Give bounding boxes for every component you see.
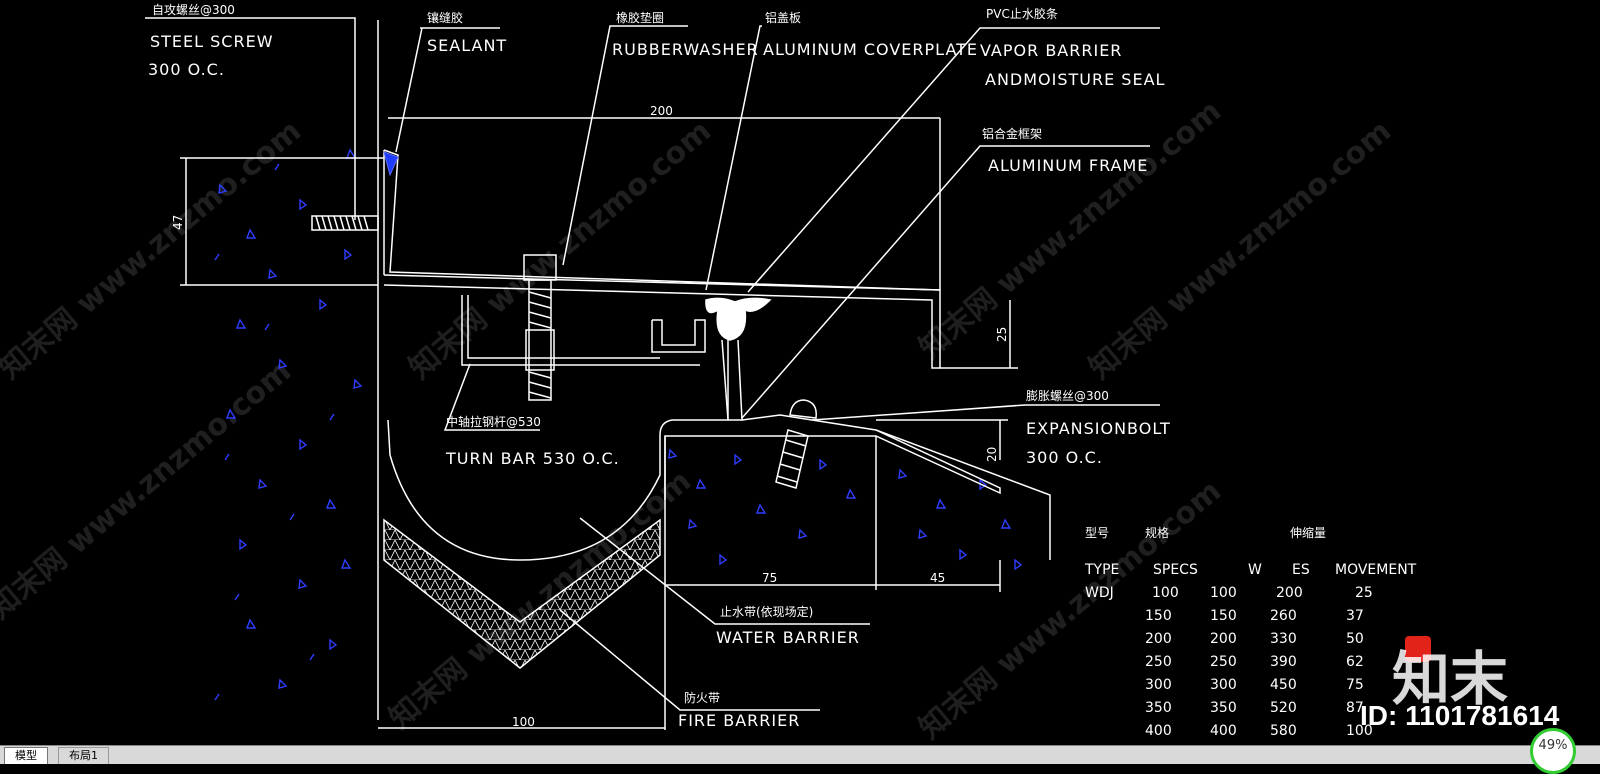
table-cell: 62 <box>1346 654 1364 670</box>
table-cell: 300 <box>1145 677 1172 693</box>
coverplate-label: ALUMINUM COVERPLATE <box>763 40 978 59</box>
steel-screw-cn-label: 自攻螺丝@300 <box>152 3 235 17</box>
dim-47: 47 <box>171 215 185 230</box>
table-cell: 200 <box>1210 631 1237 647</box>
annotation-labels: 自攻螺丝@300 STEEL SCREW 300 O.C. 镶缝胶 SEALAN… <box>148 3 1171 730</box>
table-cell: 250 <box>1145 654 1172 670</box>
table-cell: 37 <box>1346 608 1364 624</box>
coverplate-cn-label: 铝盖板 <box>765 10 801 25</box>
table-cell: 330 <box>1270 631 1297 647</box>
turn-bar-label: TURN BAR 530 O.C. <box>445 449 620 468</box>
watermark-text: 知末网 www.znzmo.com <box>0 354 298 627</box>
table-cell: 100 <box>1152 585 1179 601</box>
table-cell: 87 <box>1346 700 1364 716</box>
dim-20: 20 <box>985 447 999 462</box>
watermark-text: 知末网 www.znzmo.com <box>913 474 1228 745</box>
dim-45: 45 <box>930 571 945 585</box>
table-cell: 200 <box>1145 631 1172 647</box>
table-cell: 25 <box>1355 585 1373 601</box>
table-cell: 520 <box>1270 700 1297 716</box>
table-header-movement: MOVEMENT <box>1335 562 1417 578</box>
table-cell: 200 <box>1276 585 1303 601</box>
table-cell: 400 <box>1210 723 1237 739</box>
water-barrier-label: WATER BARRIER <box>716 628 860 647</box>
watermark-text: 知末网 www.znzmo.com <box>1083 114 1398 387</box>
table-cell: 300 <box>1210 677 1237 693</box>
water-barrier-cn-label: 止水带(依现场定) <box>720 604 813 619</box>
dimension-labels: 200 47 25 20 75 45 100 <box>171 104 1009 729</box>
watermark-text: 知末网 www.znzmo.com <box>913 94 1228 367</box>
joint-section-geometry <box>145 17 1160 730</box>
znzmo-logo-badge <box>1405 636 1431 662</box>
cad-drawing-canvas[interactable]: 知末网 www.znzmo.com 知末网 www.znzmo.com 知末网 … <box>0 0 1600 746</box>
zoom-indicator[interactable]: 49% <box>1530 728 1576 774</box>
table-header-w: W <box>1248 562 1262 578</box>
dim-200: 200 <box>650 104 673 118</box>
dim-75: 75 <box>762 571 777 585</box>
table-header-cn-movement: 伸缩量 <box>1290 525 1326 540</box>
turn-bar-cn-label: 中轴拉钢杆@530 <box>446 414 541 429</box>
sealant-label: SEALANT <box>427 36 507 55</box>
expansion-bolt-label: EXPANSIONBOLT <box>1026 419 1171 438</box>
table-header-cn-specs: 规格 <box>1145 525 1169 540</box>
table-cell: 350 <box>1145 700 1172 716</box>
spec-table: 型号 规格 伸缩量 TYPE SPECS W ES MOVEMENT WDJ 1… <box>1084 525 1417 739</box>
table-cell: 150 <box>1210 608 1237 624</box>
table-cell: 100 <box>1346 723 1373 739</box>
table-cell: 580 <box>1270 723 1297 739</box>
table-cell: 100 <box>1210 585 1237 601</box>
vapor-barrier-label: VAPOR BARRIER <box>980 41 1122 60</box>
table-cell: 450 <box>1270 677 1297 693</box>
table-cell: 50 <box>1346 631 1364 647</box>
steel-screw-oc-label: 300 O.C. <box>148 60 225 79</box>
steel-screw-label: STEEL SCREW <box>150 32 274 51</box>
moisture-seal-label: ANDMOISTURE SEAL <box>985 70 1165 89</box>
tab-model[interactable]: 模型 <box>4 747 48 764</box>
concrete-hatch <box>214 148 1023 701</box>
dim-25: 25 <box>995 327 1009 342</box>
table-cell: 150 <box>1145 608 1172 624</box>
table-header-type: TYPE <box>1084 562 1119 578</box>
table-header-es: ES <box>1292 562 1310 578</box>
resource-id-label: ID: 1101781614 <box>1360 700 1560 731</box>
sealant-cn-label: 镶缝胶 <box>427 10 463 25</box>
table-cell: WDJ <box>1085 585 1114 601</box>
expansion-joint-detail-drawing: 知末网 www.znzmo.com 知末网 www.znzmo.com 知末网 … <box>0 3 1417 746</box>
tab-layout1[interactable]: 布局1 <box>58 747 109 764</box>
pvc-seal-cn-label: PVC止水胶条 <box>986 6 1058 21</box>
rubber-washer-label: RUBBERWASHER <box>612 40 759 59</box>
sealant-bead <box>383 151 399 177</box>
aluminum-frame-label: ALUMINUM FRAME <box>988 156 1148 175</box>
table-header-specs: SPECS <box>1153 562 1198 578</box>
watermark-text: 知末网 www.znzmo.com <box>383 464 698 737</box>
table-cell: 390 <box>1270 654 1297 670</box>
dim-100: 100 <box>512 715 535 729</box>
washer-cn-label: 橡胶垫圈 <box>616 10 664 25</box>
table-cell: 250 <box>1210 654 1237 670</box>
table-cell: 75 <box>1346 677 1364 693</box>
fire-barrier-cn-label: 防火带 <box>684 690 720 705</box>
table-header-cn-type: 型号 <box>1085 526 1109 540</box>
frame-cn-label: 铝合金框架 <box>982 126 1042 141</box>
watermark-text: 知末网 www.znzmo.com <box>0 114 308 387</box>
znzmo-logo: 知末 <box>1392 645 1509 713</box>
table-cell: 400 <box>1145 723 1172 739</box>
table-cell: 260 <box>1270 608 1297 624</box>
expansion-bolt-oc-label: 300 O.C. <box>1026 448 1103 467</box>
fire-barrier-hatch <box>383 518 661 669</box>
expansion-bolt-cn-label: 膨胀螺丝@300 <box>1026 389 1109 403</box>
fire-barrier-label: FIRE BARRIER <box>678 711 800 730</box>
table-cell: 350 <box>1210 700 1237 716</box>
layout-tab-bar: 模型 布局1 <box>0 745 1600 764</box>
